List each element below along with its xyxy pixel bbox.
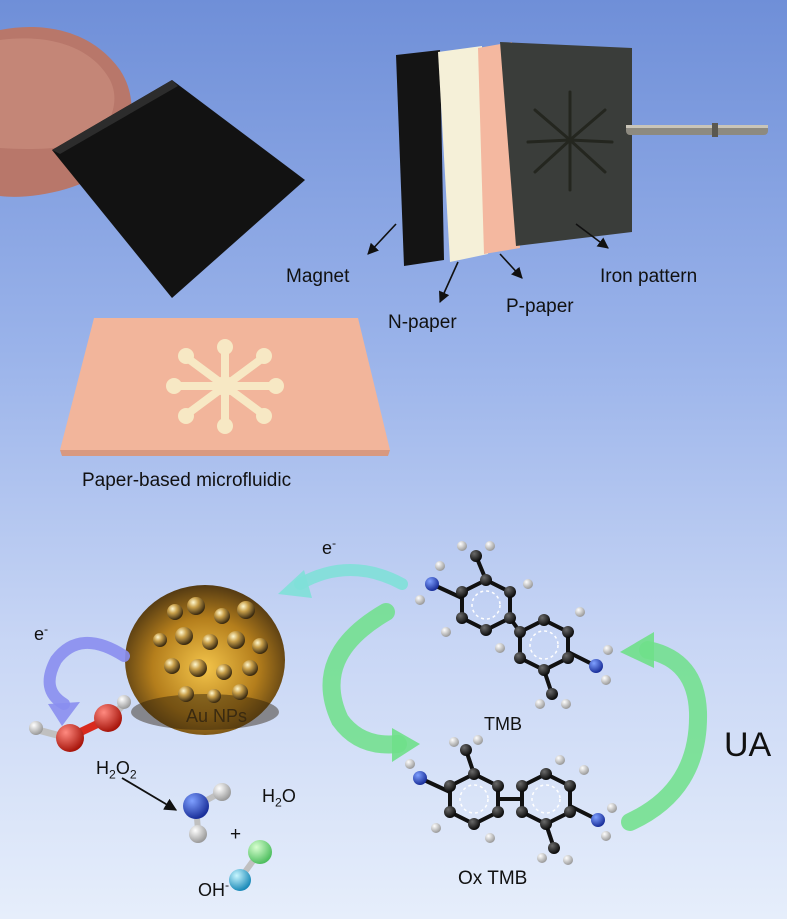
h2o-label: H2O [262, 786, 296, 810]
n-paper-arrow [439, 261, 459, 304]
au-nps-sphere [125, 585, 285, 735]
ox-tmb-label: Ox TMB [458, 868, 528, 889]
tmb-oxidation-arrow [322, 603, 407, 754]
electron-transfer-arrow [294, 564, 408, 590]
held-magnet-photo [52, 80, 305, 298]
electron-label-top: e- [322, 536, 337, 558]
p-paper-arrow [499, 253, 523, 279]
n-paper-label: N-paper [388, 312, 457, 333]
h2o2-label: H2O2 [96, 758, 137, 782]
electron-to-h2o2-arrow [43, 637, 130, 710]
ua-label: UA [724, 726, 772, 764]
ox-tmb-molecule [405, 735, 617, 865]
au-nps-label: Au NPs [186, 706, 248, 726]
magnet-label: Magnet [286, 266, 350, 287]
plus-sign: + [230, 824, 242, 845]
tmb-label: TMB [484, 714, 522, 734]
tmb-molecule [415, 541, 613, 709]
magnet-layer [396, 50, 444, 266]
h2o-molecule [183, 783, 231, 843]
device-caption: Paper-based microfluidic [82, 470, 292, 491]
decomposition-arrow [121, 777, 178, 811]
iron-pattern-arrow [575, 223, 609, 249]
iron-pattern [526, 90, 614, 192]
magnet-arrow [367, 223, 397, 255]
iron-pattern-label: Iron pattern [600, 266, 698, 287]
h2o2-molecule [29, 695, 131, 752]
electron-label-left: e- [34, 622, 49, 644]
n-paper-layer [438, 46, 488, 262]
microfluidic-paper [60, 318, 390, 456]
ua-reduction-arrow [621, 641, 708, 831]
hydroxide-ion [229, 840, 272, 891]
p-paper-label: P-paper [506, 296, 574, 317]
hydroxide-label: OH- [198, 878, 230, 900]
layer-stack-photo [396, 42, 768, 266]
